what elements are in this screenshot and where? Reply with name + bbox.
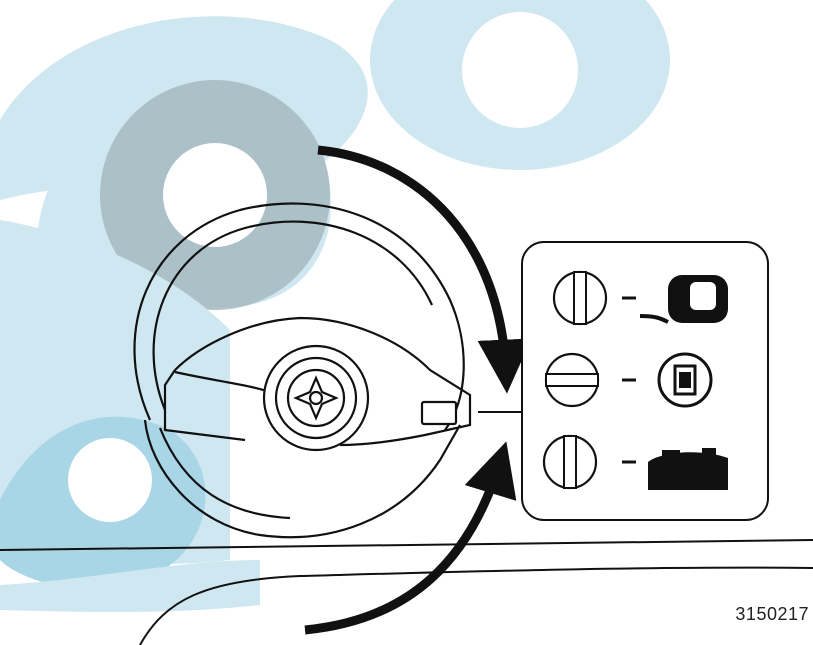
upper-turn-arrow: [318, 150, 506, 372]
symbol-panel: [522, 242, 768, 520]
figure-number: 3150217: [735, 604, 809, 625]
recirculation-icon: [659, 354, 711, 406]
